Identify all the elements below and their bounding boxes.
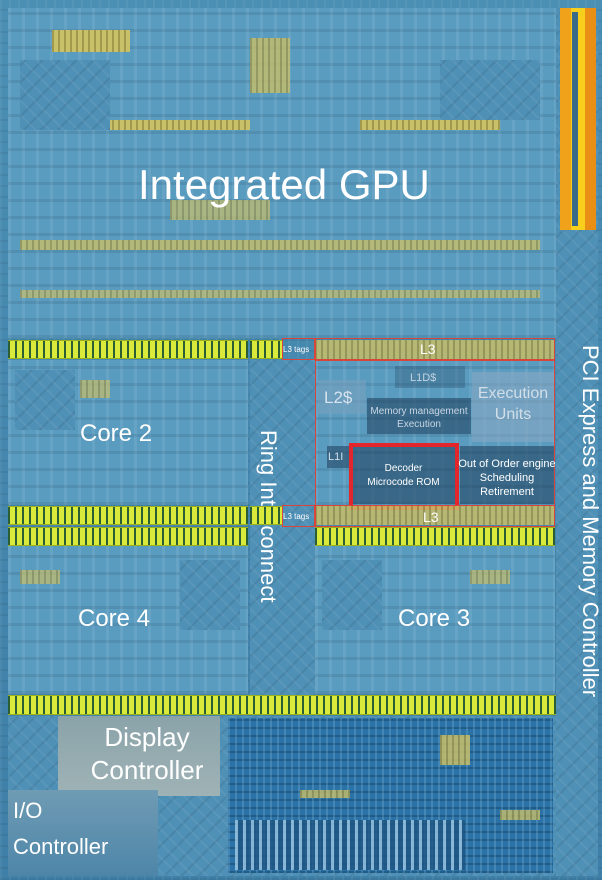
core3-block xyxy=(470,570,510,584)
ooo-label-1: Out of Order engine xyxy=(458,458,556,470)
core2-block xyxy=(80,380,110,398)
cache-stripe xyxy=(8,695,556,715)
memory-management-label: Memory management xyxy=(370,406,468,417)
io-controller-label-2: Controller xyxy=(13,834,109,859)
ooo-label-2: Scheduling xyxy=(479,472,535,484)
execution-small-label: Execution xyxy=(397,419,441,430)
l3-bottom-outline xyxy=(315,505,555,527)
cache-stripe xyxy=(8,340,248,359)
l3-top-outline xyxy=(315,338,555,360)
l3-tags-top-label: L3 tags xyxy=(283,345,310,354)
gpu-block xyxy=(20,240,540,250)
execution-units-block xyxy=(472,372,554,442)
core2-label: Core 2 xyxy=(80,420,153,447)
microcode-rom-label: Microcode ROM xyxy=(367,477,440,488)
gpu-block xyxy=(52,30,130,52)
execution-units-label-2: Units xyxy=(494,406,532,423)
l3-tags-bottom-outline xyxy=(282,505,315,527)
l1ds-label: L1D$ xyxy=(410,372,437,384)
ooo-engine-block xyxy=(460,446,554,504)
core3-block xyxy=(322,560,382,630)
display-controller-block xyxy=(58,716,220,796)
l3-top-label: L3 xyxy=(420,341,436,357)
display-controller-label: Display Controller xyxy=(90,722,204,785)
core3-label: Core 3 xyxy=(398,605,471,632)
gpu-block xyxy=(440,60,540,120)
pci-label: PCI Express and Memory Controller xyxy=(578,345,602,698)
uncore-block xyxy=(300,790,350,798)
l3-top-block xyxy=(315,340,555,359)
cache-stripe xyxy=(315,527,555,546)
cache-stripe xyxy=(8,506,248,525)
gpu-block xyxy=(100,120,250,130)
gpu-block xyxy=(170,200,270,220)
gpu-block xyxy=(20,290,540,298)
l3-tags-top-outline xyxy=(282,338,315,360)
core4-label: Core 4 xyxy=(78,605,151,632)
l3-tags-bottom-label: L3 tags xyxy=(283,512,310,521)
decoder-label: Decoder xyxy=(384,463,423,474)
pci-accent-bar xyxy=(560,8,596,230)
gpu-block xyxy=(20,60,110,130)
uncore-block xyxy=(235,820,465,870)
l1ds-block xyxy=(395,366,465,388)
cache-stripe xyxy=(250,340,282,359)
decoder-highlight-box xyxy=(349,443,459,510)
gpu-block xyxy=(360,120,500,130)
l3-bottom-label: L3 xyxy=(423,509,439,525)
l1i-block xyxy=(327,446,351,468)
l2-label: L2$ xyxy=(324,388,353,407)
core2-block xyxy=(15,370,75,430)
execution-units-label-1: Execution xyxy=(477,385,549,402)
decoder-block xyxy=(352,444,455,504)
gpu-block xyxy=(250,38,290,93)
l2-block xyxy=(318,380,366,414)
gpu-label: Integrated GPU xyxy=(138,161,430,208)
l3-bottom-block xyxy=(315,506,555,525)
memory-management-block xyxy=(367,398,471,434)
ring-region xyxy=(250,360,315,695)
io-controller-block xyxy=(8,790,158,876)
pci-accent-stripe xyxy=(572,12,578,226)
cache-stripe xyxy=(8,527,248,546)
cache-stripe xyxy=(250,506,282,525)
io-controller-label-1: I/O xyxy=(13,798,43,823)
uncore-block xyxy=(500,810,540,820)
ooo-label-3: Retirement xyxy=(480,486,534,498)
core4-block xyxy=(180,560,240,630)
uncore-block xyxy=(440,735,470,765)
core4-block xyxy=(20,570,60,584)
l1i-label: L1I xyxy=(328,451,344,463)
